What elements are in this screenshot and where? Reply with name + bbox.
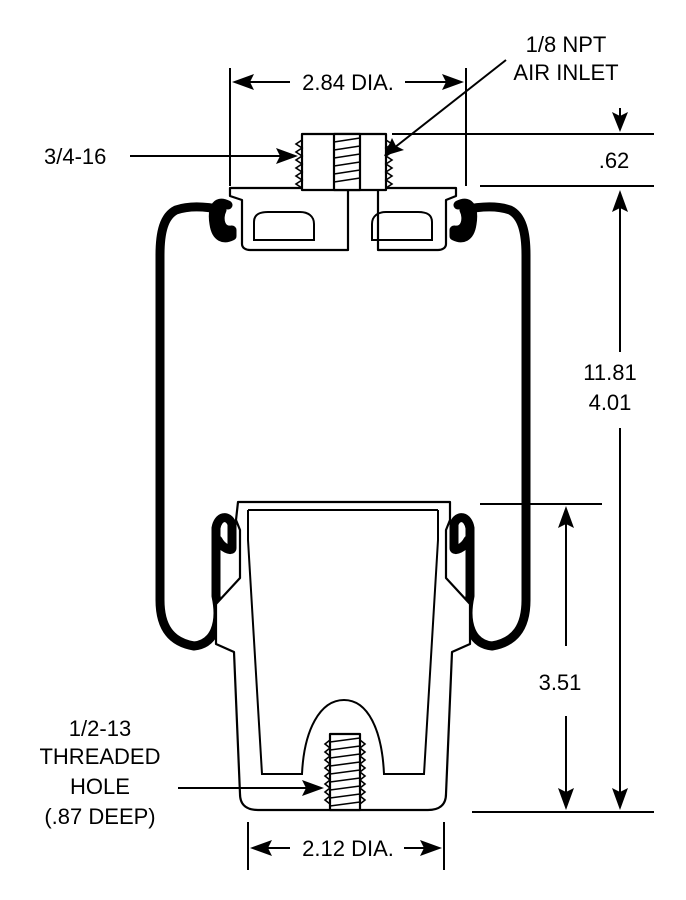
- hole-label-line4: (.87 DEEP): [44, 804, 155, 829]
- overall-height-extended-label: 11.81: [583, 360, 636, 385]
- top-plate-left-pocket: [253, 211, 315, 241]
- dimension-hole-leader: [178, 780, 324, 796]
- stud-thread-label: 3/4-16: [44, 144, 106, 169]
- top-plate-right-pocket: [371, 211, 433, 241]
- dimension-top-diameter: [229, 68, 467, 186]
- top-bead-plate: [228, 132, 458, 252]
- top-diameter-label: 2.84 DIA.: [302, 70, 394, 95]
- piston-inner-skirt: [247, 510, 439, 775]
- piston: [214, 500, 472, 812]
- piston-body: [214, 500, 472, 812]
- air-inlet-label-line2: AIR INLET: [513, 60, 618, 85]
- hole-label-line3: HOLE: [70, 774, 130, 799]
- hole-label-line2: THREADED: [39, 744, 160, 769]
- hole-threads: [323, 737, 367, 807]
- bellows-right-wall: [449, 198, 531, 651]
- stud-threads: [294, 137, 394, 189]
- dimension-air-inlet-leader: [384, 59, 507, 156]
- piston-height-label: 3.51: [539, 670, 582, 695]
- dimension-bottom-diameter: [247, 822, 445, 870]
- rubber-bellows: [155, 198, 531, 651]
- dimension-overall-height: [472, 190, 654, 813]
- air-inlet-label-line1: 1/8 NPT: [526, 32, 607, 57]
- top-plate-height-label: .62: [599, 148, 630, 173]
- hole-label-line1: 1/2-13: [69, 716, 131, 741]
- dimension-piston-height: [480, 503, 602, 810]
- dimension-top-plate-height: [392, 108, 654, 187]
- dimension-stud-thread-leader: [130, 148, 298, 164]
- overall-height-collapsed-label: 4.01: [589, 390, 632, 415]
- bottom-diameter-label: 2.12 DIA.: [302, 836, 394, 861]
- bellows-left-wall: [155, 198, 237, 651]
